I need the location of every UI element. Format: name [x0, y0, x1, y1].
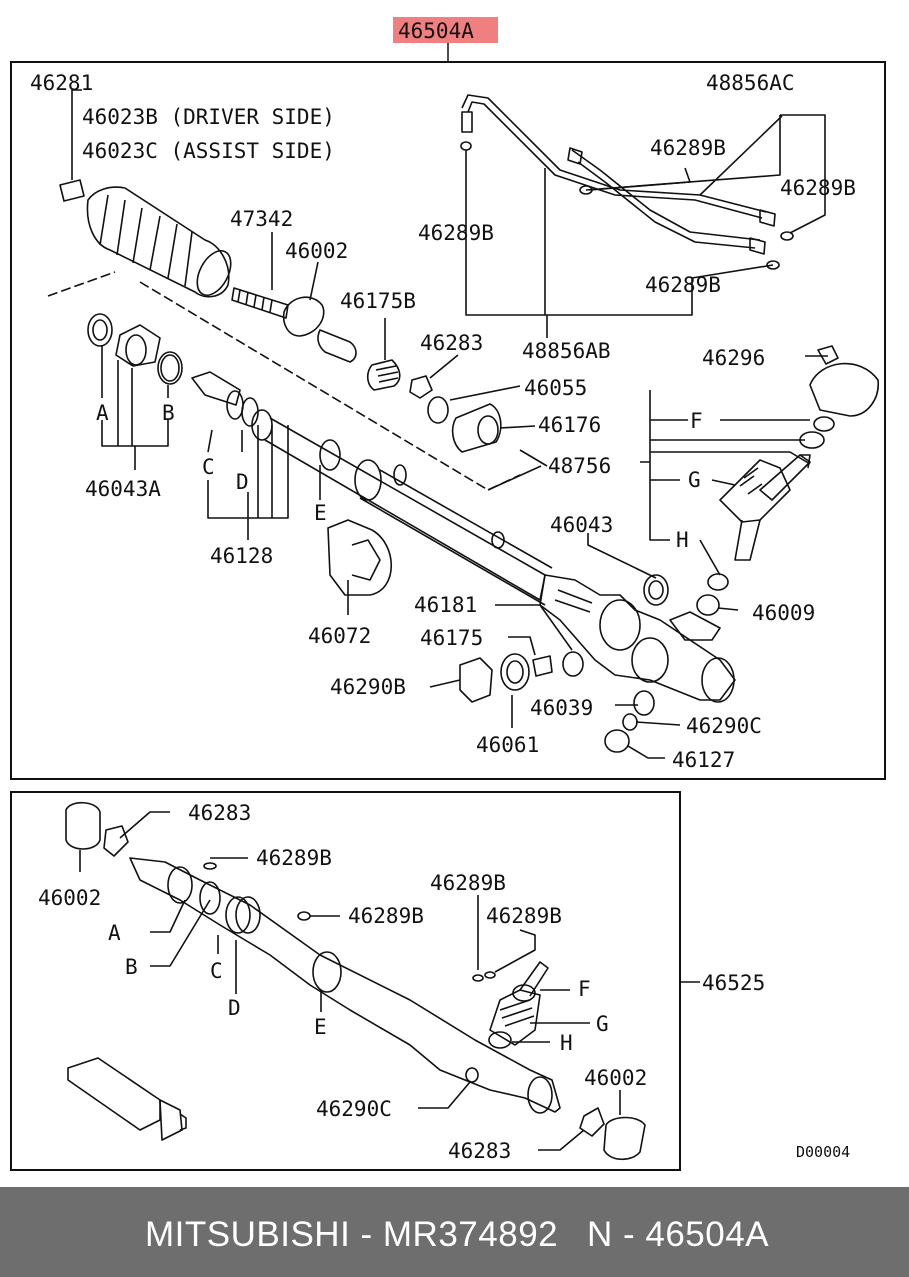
- callout-46043a[interactable]: 46043A: [85, 477, 161, 501]
- callout-46290b[interactable]: 46290B: [330, 675, 406, 699]
- tie-rod-drawing: [231, 287, 357, 363]
- callout-48756[interactable]: 48756: [548, 454, 611, 478]
- callout-46023c[interactable]: 46023C (ASSIST SIDE): [82, 139, 335, 163]
- drawing-code: D00004: [796, 1143, 850, 1161]
- letter-d-upper: D: [236, 470, 249, 494]
- callout-46290c-lower[interactable]: 46290C: [316, 1097, 392, 1121]
- callout-46283-bottom[interactable]: 46283: [448, 1139, 511, 1163]
- callout-46290c[interactable]: 46290C: [686, 714, 762, 738]
- labels-upper: 46281 46023B (DRIVER SIDE) 46023C (ASSIS…: [30, 71, 856, 772]
- callout-46128[interactable]: 46128: [210, 544, 273, 568]
- callout-46283[interactable]: 46283: [420, 331, 483, 355]
- callout-46002-left[interactable]: 46002: [38, 886, 101, 910]
- footer-brand-part-number: MITSUBISHI - MR374892: [145, 1215, 559, 1254]
- letter-g-lower: G: [596, 1012, 609, 1036]
- bearing-set-46043a: [87, 313, 183, 385]
- pressure-lines: [460, 94, 794, 270]
- callout-48856ab[interactable]: 48856AB: [522, 339, 611, 363]
- callout-46296[interactable]: 46296: [702, 346, 765, 370]
- letter-b-lower: B: [125, 955, 138, 979]
- callout-46061[interactable]: 46061: [476, 733, 539, 757]
- footer-bar: MITSUBISHI - MR374892 N - 46504A: [0, 1187, 909, 1277]
- callout-46525[interactable]: 46525: [702, 971, 765, 995]
- callout-46289b-c[interactable]: 46289B: [418, 221, 494, 245]
- callout-46176[interactable]: 46176: [538, 413, 601, 437]
- upper-frame: [10, 61, 886, 780]
- assembly-label-highlight: [393, 17, 498, 43]
- small-parts-upper: [327, 345, 879, 753]
- callout-46283-top[interactable]: 46283: [188, 801, 251, 825]
- callout-46175[interactable]: 46175: [420, 626, 483, 650]
- callout-48856ac[interactable]: 48856AC: [706, 71, 795, 95]
- labels-lower: 46283 46289B 46002 46289B 46289B 46289B …: [38, 801, 850, 1163]
- callout-47342[interactable]: 47342: [230, 207, 293, 231]
- letter-a-upper: A: [96, 401, 109, 425]
- callout-46289b-2[interactable]: 46289B: [348, 904, 424, 928]
- letter-e-upper: E: [314, 501, 327, 525]
- letter-a-lower: A: [108, 921, 121, 945]
- letter-c-lower: C: [210, 959, 223, 983]
- letter-f-lower: F: [578, 977, 591, 1001]
- rack-housing-drawing: [191, 371, 736, 703]
- callout-46281[interactable]: 46281: [30, 71, 93, 95]
- boot-drawing: [59, 179, 232, 298]
- callout-46289b-3[interactable]: 46289B: [430, 871, 506, 895]
- callout-46289b-b[interactable]: 46289B: [780, 176, 856, 200]
- callout-46127[interactable]: 46127: [672, 748, 735, 772]
- callout-46175b[interactable]: 46175B: [340, 289, 416, 313]
- letter-f-upper: F: [690, 409, 703, 433]
- letter-h-upper: H: [676, 528, 689, 552]
- callout-46289b-4[interactable]: 46289B: [486, 904, 562, 928]
- footer-reference: N - 46504A: [587, 1215, 770, 1254]
- lower-frame: [10, 791, 681, 1171]
- callout-46055[interactable]: 46055: [524, 376, 587, 400]
- letter-d-lower: D: [228, 996, 241, 1020]
- callout-46039[interactable]: 46039: [530, 696, 593, 720]
- callout-46023b[interactable]: 46023B (DRIVER SIDE): [82, 105, 335, 129]
- callout-46181[interactable]: 46181: [414, 593, 477, 617]
- callout-46043[interactable]: 46043: [550, 513, 613, 537]
- letter-g-upper: G: [688, 468, 701, 492]
- rack-assembly-lower: [65, 801, 646, 1161]
- letter-e-lower: E: [314, 1015, 327, 1039]
- callout-46009[interactable]: 46009: [752, 601, 815, 625]
- callout-46002-right[interactable]: 46002: [584, 1066, 647, 1090]
- callout-46289b-1[interactable]: 46289B: [256, 846, 332, 870]
- letter-b-upper: B: [162, 401, 175, 425]
- parts-diagram: 46504A: [10, 17, 886, 1171]
- letter-h-lower: H: [560, 1031, 573, 1055]
- letter-c-upper: C: [202, 455, 215, 479]
- leader-lines-upper: [71, 89, 828, 759]
- callout-46289b-d[interactable]: 46289B: [645, 273, 721, 297]
- assembly-label[interactable]: 46504A: [398, 19, 474, 43]
- callout-46072[interactable]: 46072: [308, 624, 371, 648]
- leader-lines-lower: [79, 811, 700, 1151]
- callout-46289b-a[interactable]: 46289B: [650, 136, 726, 160]
- callout-46002[interactable]: 46002: [285, 239, 348, 263]
